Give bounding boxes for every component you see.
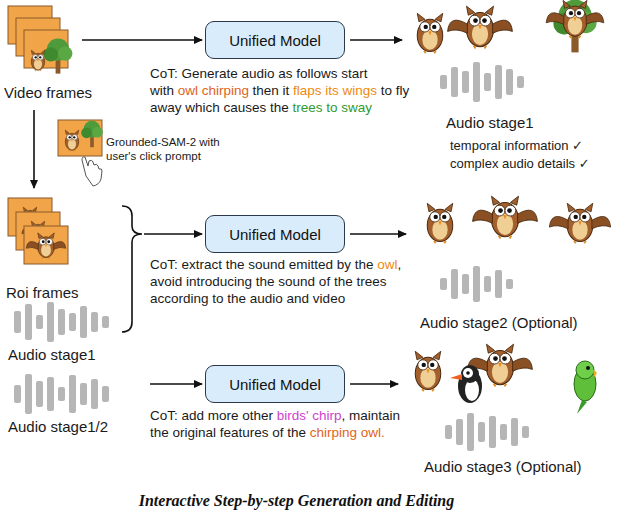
label-text: CoT: extract the sound emitted by the xyxy=(150,257,374,272)
waveform-bar xyxy=(517,76,524,88)
waveform-bar xyxy=(25,374,32,414)
node-text: Unified Model xyxy=(229,376,321,393)
waveform-bar xyxy=(440,278,447,290)
waveform-bar xyxy=(69,313,76,331)
text-label: Audio stage2 (Optional) xyxy=(420,314,630,332)
waveform-bar xyxy=(473,62,480,102)
text-label: Audio stage1/2 xyxy=(8,418,138,436)
text-label: Audio stage1 xyxy=(8,346,128,364)
waveform-bar xyxy=(80,383,87,405)
label-text: Video frames xyxy=(4,84,92,101)
model-box: Unified Model xyxy=(205,21,345,59)
label-text: Audio stage3 (Optional) xyxy=(424,458,582,475)
label-text: birds' chirp xyxy=(277,408,342,423)
text-label: CoT: extract the sound emitted by theowl… xyxy=(150,257,418,308)
waveform-bar xyxy=(451,67,458,97)
waveform-bar xyxy=(511,418,518,446)
waveform-bar xyxy=(495,270,502,298)
waveform-bar xyxy=(91,312,98,332)
waveform-bar xyxy=(80,306,87,338)
waveform-bar xyxy=(14,311,21,333)
label-text: flaps its wings xyxy=(293,83,377,98)
text-label: Audio stage1 xyxy=(446,114,626,132)
waveform-bar xyxy=(25,304,32,340)
waveform-bar xyxy=(445,425,452,439)
waveform-bar xyxy=(14,385,21,403)
waveform-bar xyxy=(484,73,491,91)
text-label: CoT: add more otherbirds' chirp, maintai… xyxy=(150,408,422,442)
waveform-bar xyxy=(102,316,109,328)
waveform-bar xyxy=(500,424,507,440)
label-text: CoT: add more other xyxy=(150,408,273,423)
figure-caption: Interactive Step-by-step Generation and … xyxy=(139,492,455,510)
label-text: Audio stage1 xyxy=(8,346,96,363)
waveform-bar xyxy=(440,75,447,89)
text-label: Roi frames xyxy=(6,284,126,302)
waveform-bar xyxy=(58,387,65,401)
label-text: owl xyxy=(377,257,397,272)
waveform-bar xyxy=(495,65,502,99)
label-text: then it xyxy=(253,83,290,98)
label-text: Audio stage1 xyxy=(446,114,534,131)
waveform-bar xyxy=(36,381,43,407)
waveform-bar xyxy=(462,274,469,294)
text-label: Video frames xyxy=(4,84,124,102)
label-text: Audio stage1/2 xyxy=(8,418,108,435)
label-text: temporal information ✓ xyxy=(450,138,583,153)
model-box: Unified Model xyxy=(205,365,345,403)
label-text: chirping owl. xyxy=(310,425,385,440)
label-text: complex audio details ✓ xyxy=(450,156,590,171)
waveform-bar xyxy=(484,276,491,292)
waveform-bar xyxy=(467,413,474,451)
waveform-bar xyxy=(473,266,480,302)
waveform-bar xyxy=(47,302,54,342)
waveform-bar xyxy=(451,269,458,299)
label-text: Roi frames xyxy=(6,284,79,301)
label-text: Audio stage2 (Optional) xyxy=(420,314,578,331)
waveform-bar xyxy=(69,375,76,413)
label-text: Grounded-SAM-2 with user's click prompt xyxy=(106,136,220,162)
waveform-bar xyxy=(506,69,513,95)
model-box: Unified Model xyxy=(205,215,345,253)
waveform-bar xyxy=(506,279,513,289)
text-label: temporal information ✓ xyxy=(450,138,630,154)
waveform-bar xyxy=(36,315,43,329)
waveform-bar xyxy=(462,71,469,93)
waveform-bar xyxy=(102,386,109,402)
waveform-bar xyxy=(47,377,54,411)
node-text: Unified Model xyxy=(229,226,321,243)
label-text: trees to sway xyxy=(292,100,372,115)
text-label: Grounded-SAM-2 with user's click prompt xyxy=(106,136,226,164)
waveform-bar xyxy=(489,416,496,448)
text-label: CoT: Generate audio as follows start wit… xyxy=(150,66,418,117)
label-text: owl chirping xyxy=(178,83,249,98)
node-text: Unified Model xyxy=(229,32,321,49)
waveform-bar xyxy=(478,422,485,442)
waveform-bar xyxy=(456,419,463,445)
waveform-bar xyxy=(91,379,98,409)
text-label: complex audio details ✓ xyxy=(450,156,630,172)
waveform-bar xyxy=(58,309,65,335)
waveform-bar xyxy=(522,426,529,438)
text-label: Audio stage3 (Optional) xyxy=(424,458,629,476)
